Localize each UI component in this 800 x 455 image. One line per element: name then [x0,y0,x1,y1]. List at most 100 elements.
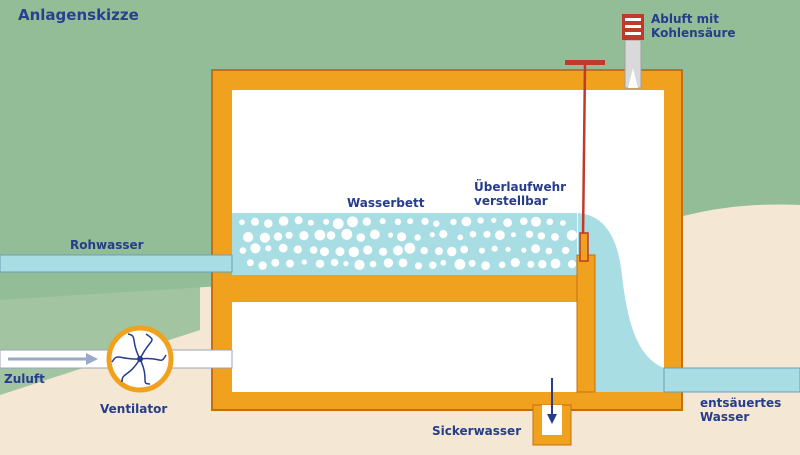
zuluft-label: Zuluft [4,372,45,386]
bubble [433,220,440,227]
entsaeuert-label-line2: Wasser [700,410,750,424]
exhaust-vent-icon [622,14,644,40]
overflow-cascade [578,213,664,392]
bubble [525,230,534,238]
bubble [356,233,366,242]
bubble [481,261,490,271]
bubble [251,217,259,226]
bubble [301,259,307,265]
bubble [527,260,535,268]
bubble [343,261,349,267]
bubble [477,217,484,224]
bubble [271,258,280,267]
bubble [440,259,447,266]
bubble [457,234,464,241]
bubble [286,259,294,268]
bubble [379,247,388,256]
bubble [566,230,578,241]
bubble [429,261,437,269]
bubble [239,247,247,254]
bubble [567,260,577,269]
sickerwasser-label: Sickerwasser [432,424,522,438]
bubble [498,261,506,269]
bubble [414,262,423,270]
fan-icon [106,325,174,393]
bubble [407,218,414,225]
bubble [521,247,527,253]
bubble [393,245,403,256]
wasserbett-label: Wasserbett [347,196,425,210]
bubble [243,232,254,243]
bubble [335,247,345,257]
valve-handle-icon [565,60,605,262]
bubble [483,230,491,238]
bubble [394,218,402,225]
bubble [491,245,498,252]
bubble [354,259,365,270]
bubble [429,232,435,238]
bubble [461,216,472,227]
bubble [388,232,394,238]
bubble [398,258,408,268]
bubble [341,228,353,240]
bubble [460,245,469,254]
water-bubbles [239,216,578,271]
bubble [550,258,561,269]
bubble [491,217,497,223]
entsaeuert-label-line1: entsäuertes [700,396,782,410]
bubble [379,218,386,225]
bubble [561,246,570,255]
bubble [538,260,547,269]
bubble [397,232,407,242]
bubble [510,257,520,268]
bubble [435,247,443,256]
bubble [447,246,457,257]
rohwasser-pipe [0,254,233,273]
bubble [362,217,371,226]
bubble [531,244,541,254]
bubble [503,218,512,228]
bubble [326,231,336,240]
bubble [315,259,325,268]
bubble [265,245,272,252]
bubble [505,246,511,252]
bubble [520,217,528,226]
bubble [545,247,553,255]
bubble [294,216,303,225]
bubble [511,232,516,238]
bubble [383,258,394,268]
rohwasser-label: Rohwasser [70,238,144,252]
bubble [370,229,380,240]
bubble [273,232,283,241]
diagram-title: Anlagenskizze [18,6,139,24]
bubble [299,231,309,241]
bubble [246,259,254,267]
bubble [239,219,245,225]
bubble [531,216,541,227]
bubble [363,245,373,255]
bubble [479,247,485,254]
bubble [421,217,429,225]
ueberlauf-label-line2: verstellbar [474,194,548,208]
outlet-pipe [663,367,800,393]
lower-chamber [232,302,577,392]
bubble [320,247,329,257]
bubble [468,259,476,267]
bubble [293,245,302,254]
bubble [250,243,261,254]
bubble [332,218,344,230]
bubble [469,230,477,238]
bubble [347,216,358,228]
bubble [414,234,421,241]
bubble [258,261,267,270]
bubble [348,246,359,258]
bubble [278,216,289,226]
bubble [309,246,318,254]
bubble [314,229,326,241]
bubble [259,232,270,243]
bubble [404,242,416,254]
bubble [330,258,339,267]
air-arrow-icon [8,353,98,365]
